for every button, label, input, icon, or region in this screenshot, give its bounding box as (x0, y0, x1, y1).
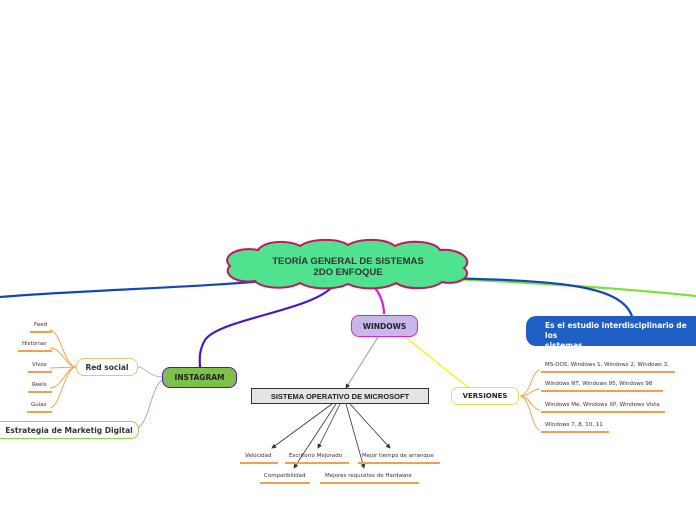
branch-so (345, 336, 379, 389)
windows-node[interactable]: WINDOWS (351, 315, 418, 337)
versiones-item-4[interactable]: Windows 7, 8, 10, 11 (545, 422, 603, 428)
red-social-node[interactable]: Red social (76, 358, 138, 376)
red-social-item-guias[interactable]: Guias (31, 402, 47, 408)
underline (260, 482, 310, 484)
underline (27, 411, 52, 413)
underline (541, 390, 663, 392)
sistema-operativo-label: SISTEMA OPERATIVO DE MICROSOFT (270, 391, 410, 401)
red-social-label: Red social (85, 362, 129, 372)
so-item-hardware[interactable]: Mejores requisitos de Hardware (325, 473, 412, 479)
central-cloud[interactable] (220, 238, 476, 290)
definicion-line2: sistemas (545, 340, 583, 350)
versiones-item-3[interactable]: Windows Me, Windows XP, Windows Vista (545, 402, 660, 408)
definicion-node[interactable]: Es el estudio interdisciplinario de los … (526, 316, 696, 350)
definicion-line1: Es el estudio interdisciplinario de los (545, 321, 687, 340)
red-social-item-reels[interactable]: Reels (32, 382, 47, 388)
windows-label: WINDOWS (362, 321, 407, 331)
red-social-item-historias[interactable]: Historias (22, 341, 47, 347)
branch-versiones (401, 334, 471, 389)
versiones-label: VERSIONES (462, 392, 508, 400)
instagram-label: INSTAGRAM (174, 373, 225, 382)
estrategia-label: Estrategia de Marketig Digital (5, 425, 133, 435)
central-title-line2: 2DO ENFOQUE (313, 267, 383, 278)
versiones-node[interactable]: VERSIONES (451, 387, 519, 405)
so-item-compatibilidad[interactable]: Compatibilidad (264, 473, 306, 479)
so-item-arranque[interactable]: Mejor tiempo de arranque (362, 453, 434, 459)
instagram-node[interactable]: INSTAGRAM (162, 367, 237, 388)
branch-instagram (198, 282, 336, 369)
branch-estrategia (137, 379, 163, 429)
underline (541, 411, 665, 413)
central-title-line1: TEORÍA GENERAL DE SISTEMAS (272, 255, 424, 267)
versiones-item-1[interactable]: MS-DOS, Windows 1, Windows 2, Windows 3, (545, 362, 669, 368)
underline (28, 391, 52, 393)
underline (541, 431, 609, 433)
underline (240, 462, 278, 464)
underline (18, 350, 52, 352)
red-social-item-vivos[interactable]: Vivos (32, 362, 47, 368)
central-topic[interactable]: TEORÍA GENERAL DE SISTEMAS 2DO ENFOQUE (226, 252, 470, 282)
sistema-operativo-node[interactable]: SISTEMA OPERATIVO DE MICROSOFT (251, 388, 429, 404)
so-item-escritorio[interactable]: Escritorio Mejorado (289, 453, 343, 459)
underline (30, 331, 52, 333)
versiones-item-2[interactable]: Windows NT, Windows 95, Windows 98 (545, 381, 653, 387)
underline (285, 462, 349, 464)
branch-red-social (137, 366, 163, 378)
so-item-velocidad[interactable]: Velocidad (245, 453, 272, 459)
branch-definicion (429, 276, 634, 317)
estrategia-node[interactable]: Estrategia de Marketig Digital (0, 421, 139, 439)
underline (28, 371, 52, 373)
underline (320, 482, 419, 484)
underline (541, 371, 675, 373)
red-social-item-feed[interactable]: Feed (34, 322, 48, 328)
underline (358, 462, 440, 464)
